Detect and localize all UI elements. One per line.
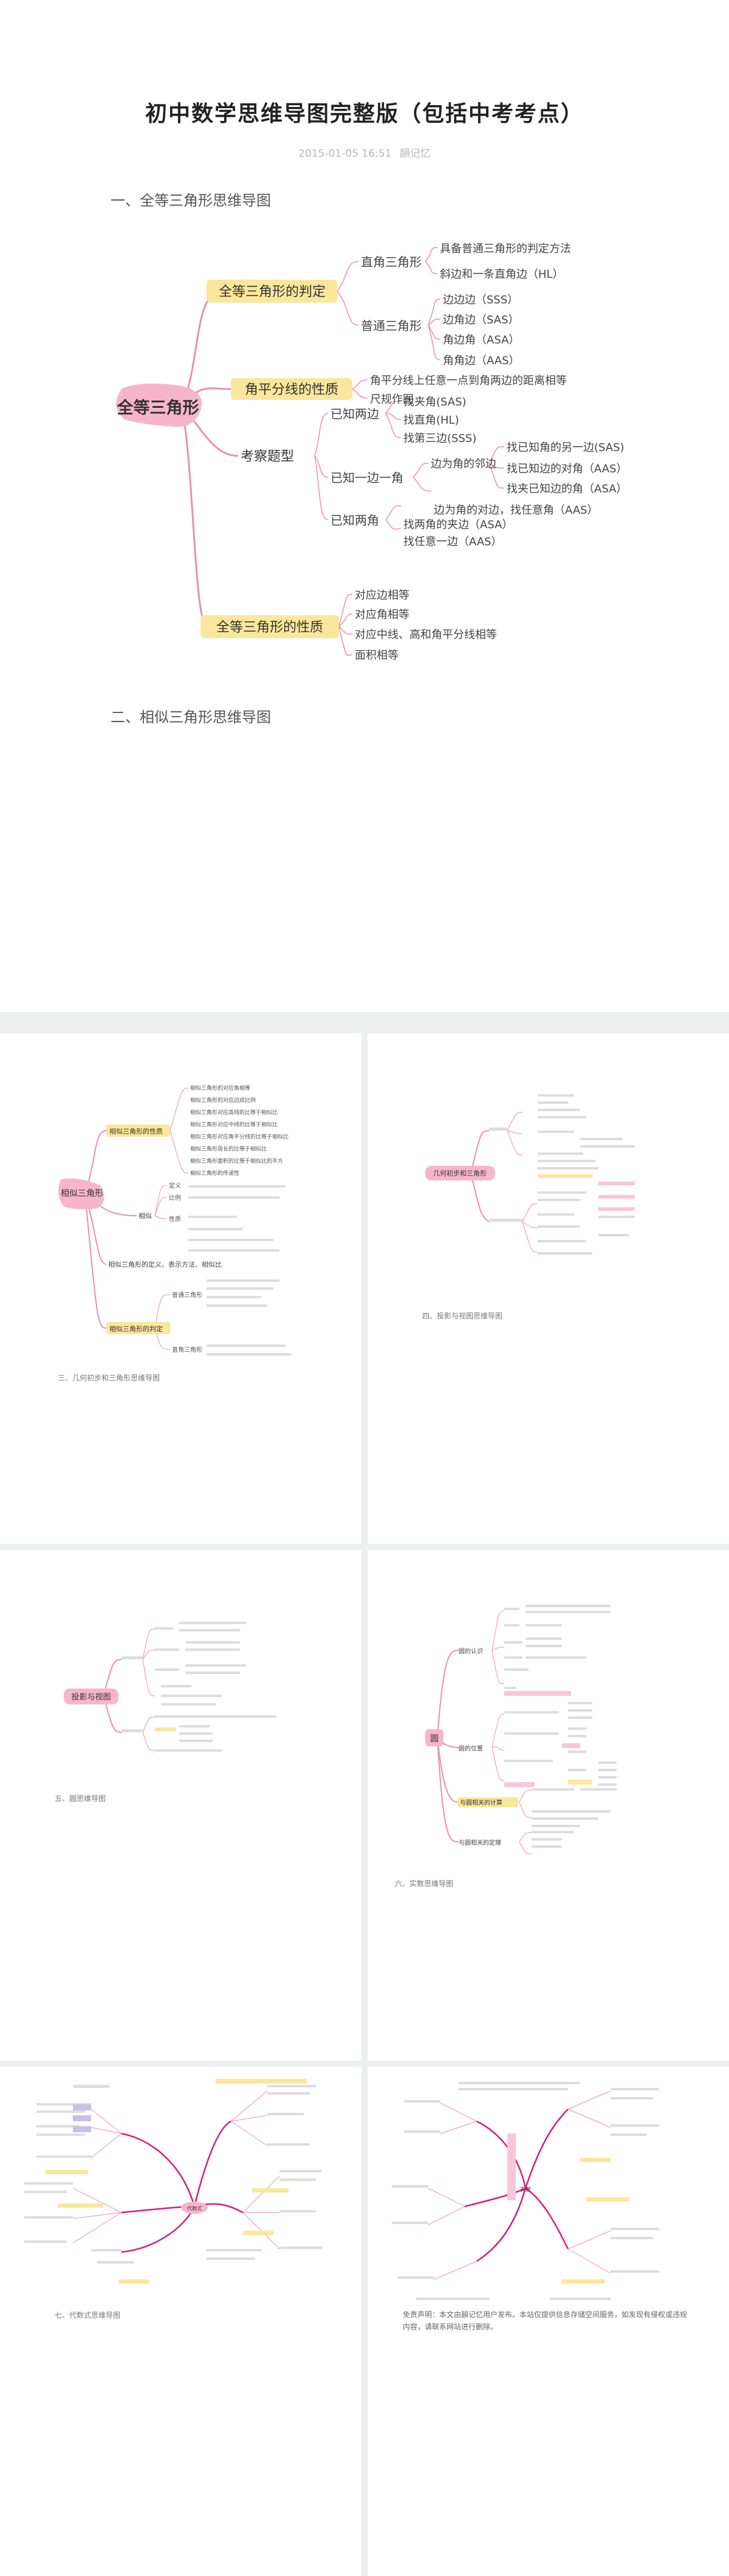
- node-two-sides-item: 找夹角(SAS): [403, 396, 467, 408]
- center-label: 代数式: [187, 2205, 202, 2211]
- branch-circle-theorem: 与圆相关的定理: [459, 1839, 501, 1847]
- mindmap-congruent-triangles: 全等三角形 全等三角形的判定 直角三角形 具备普通三角形的判定方法 斜边和一条直…: [116, 243, 628, 662]
- node-two-sides: 已知两边: [330, 407, 379, 421]
- branch-properties: 相似三角形的性质: [109, 1127, 163, 1135]
- disclaimer: 免责声明：本文由韻记忆用户发布。本站仅提供信息存储空间服务，如发现有侵权或违规内…: [403, 2310, 688, 2331]
- node-property: 相似三角形面积的比等于相似比的平方: [190, 1157, 283, 1165]
- node-normal-item: 角边角（ASA）: [443, 334, 519, 346]
- node-normal-item: 角角边（AAS）: [443, 354, 520, 367]
- node-judgement: 直角三角形: [172, 1346, 202, 1354]
- caption: 七、代数式思维导图: [55, 2311, 121, 2319]
- center-label: 相似三角形: [61, 1189, 103, 1199]
- node-property: 对应边相等: [355, 589, 409, 602]
- branch-circle-position: 圆的位置: [459, 1744, 483, 1752]
- node-property: 面积相等: [355, 649, 399, 662]
- caption: 四、投影与视图思维导图: [422, 1312, 503, 1320]
- node-judgement: 普通三角形: [172, 1291, 202, 1299]
- mindmap-circle: 圆 圆的认识 圆的位置 与圆相关的计算 与圆相关的定理: [425, 1605, 617, 1855]
- page-6: 代数式 七、代数式思维导图: [0, 2067, 361, 2576]
- node-property: 相似三角形对应中线的比等于相似比: [190, 1121, 278, 1128]
- node-side-angle-item: 找已知边的对角（AAS）: [507, 463, 628, 475]
- post-date: 2015-01-05 16:51: [298, 148, 392, 160]
- node-similar: 比例: [169, 1194, 181, 1202]
- section-heading-2: 二、相似三角形思维导图: [111, 709, 271, 726]
- caption: 六、实数思维导图: [395, 1879, 454, 1888]
- node-property: 相似三角形对应角平分线的比等于相似比: [190, 1133, 289, 1140]
- node-property: 对应中线、高和角平分线相等: [355, 629, 497, 641]
- mindmap-real-numbers: 实数: [392, 2082, 659, 2300]
- node-property: 相似三角形的对应角相等: [190, 1084, 250, 1092]
- page-1: 初中数学思维导图完整版（包括中考考点） 2015-01-05 16:51 韻记忆…: [0, 0, 729, 1012]
- node-right-item: 具备普通三角形的判定方法: [440, 243, 571, 255]
- branch-bisector: 角平分线的性质: [245, 382, 338, 398]
- page-4: 投影与视图 五、圆思维导图: [0, 1550, 361, 2061]
- mindmap-algebraic-expression: 代数式: [24, 2079, 322, 2284]
- page-2: 相似三角形 相似三角形的性质 相似三角形的对应角相等 相似三角形的对应边成比例 …: [0, 1033, 361, 1544]
- branch-similar: 相似: [139, 1212, 152, 1220]
- node-property: 相似三角形的传递性: [190, 1169, 239, 1177]
- caption: 三、几何初步和三角形思维导图: [58, 1374, 160, 1382]
- node-side-angle-sub2: 边为角的对边，找任意角（AAS）: [434, 504, 598, 517]
- node-two-angles-item: 找两角的夹边（ASA）: [403, 518, 513, 531]
- branch-judgement: 全等三角形的判定: [219, 284, 326, 300]
- node-side-angle-sub: 边为角的邻边: [431, 458, 496, 470]
- node-right-item: 斜边和一条直角边（HL）: [440, 268, 564, 281]
- page-7: 实数 免责声明：本文由韻记忆用户发布。本站仅提供信息存储空间服务，如发现有侵权或…: [368, 2067, 729, 2576]
- node-two-sides-item: 找第三边(SSS): [403, 432, 476, 445]
- node-normal-item: 边边边（SSS）: [443, 294, 518, 306]
- node-property: 相似三角形的对应边成比例: [190, 1097, 256, 1104]
- node-two-sides-item: 找直角(HL): [403, 414, 459, 427]
- branch-judgement: 相似三角形的判定: [109, 1324, 163, 1333]
- branch-properties: 全等三角形的性质: [216, 620, 323, 635]
- branch-circle-calc: 与圆相关的计算: [460, 1799, 502, 1806]
- node-side-angle-item: 找夹已知边的角（ASA）: [507, 483, 627, 495]
- node-side-angle: 已知一边一角: [330, 470, 403, 485]
- center-label: 实数: [520, 2186, 531, 2193]
- node-normal-triangle: 普通三角形: [361, 319, 422, 333]
- mindmap-similar-triangles: 相似三角形 相似三角形的性质 相似三角形的对应角相等 相似三角形的对应边成比例 …: [58, 1084, 292, 1355]
- center-label: 圆: [430, 1734, 439, 1744]
- node-bisector-item: 尺规作图: [370, 393, 414, 406]
- page-5: 圆 圆的认识 圆的位置 与圆相关的计算 与圆相关的定理: [368, 1550, 729, 2061]
- section-heading-1: 一、全等三角形思维导图: [111, 192, 271, 209]
- node-property: 相似三角形对应高线的比等于相似比: [190, 1109, 278, 1116]
- post-meta: 2015-01-05 16:51 韻记忆: [0, 145, 729, 160]
- branch-question-types: 考察题型: [241, 449, 294, 464]
- node-right-triangle: 直角三角形: [361, 255, 422, 269]
- center-label: 几何初步和三角形: [433, 1169, 487, 1177]
- page-title: 初中数学思维导图完整版（包括中考考点）: [145, 102, 584, 126]
- center-label: 投影与视图: [71, 1692, 111, 1702]
- node-two-angles-item: 找任意一边（AAS）: [403, 536, 502, 548]
- page-3: 几何初步和三角形 四、投影与视图思维导图: [368, 1033, 729, 1544]
- branch-definition: 相似三角形的定义、表示方法、相似比: [108, 1260, 222, 1269]
- node-similar: 定义: [169, 1182, 181, 1190]
- node-bisector-item: 角平分线上任意一点到角两边的距离相等: [370, 374, 567, 387]
- center-label: 全等三角形: [117, 398, 199, 418]
- node-property: 对应角相等: [355, 608, 409, 621]
- mindmap-projection-views: 投影与视图: [64, 1622, 276, 1752]
- node-two-angles: 已知两角: [330, 513, 379, 528]
- node-normal-item: 边角边（SAS）: [443, 314, 519, 326]
- mindmap-geometry-basics: 几何初步和三角形: [425, 1094, 635, 1255]
- post-source[interactable]: 韻记忆: [399, 148, 431, 160]
- node-property: 相似三角形周长的比等于相似比: [190, 1145, 267, 1152]
- caption: 五、圆思维导图: [55, 1794, 106, 1803]
- branch-circle-intro: 圆的认识: [459, 1647, 483, 1655]
- node-side-angle-item: 找已知角的另一边(SAS): [507, 441, 625, 454]
- node-similar: 性质: [169, 1215, 181, 1223]
